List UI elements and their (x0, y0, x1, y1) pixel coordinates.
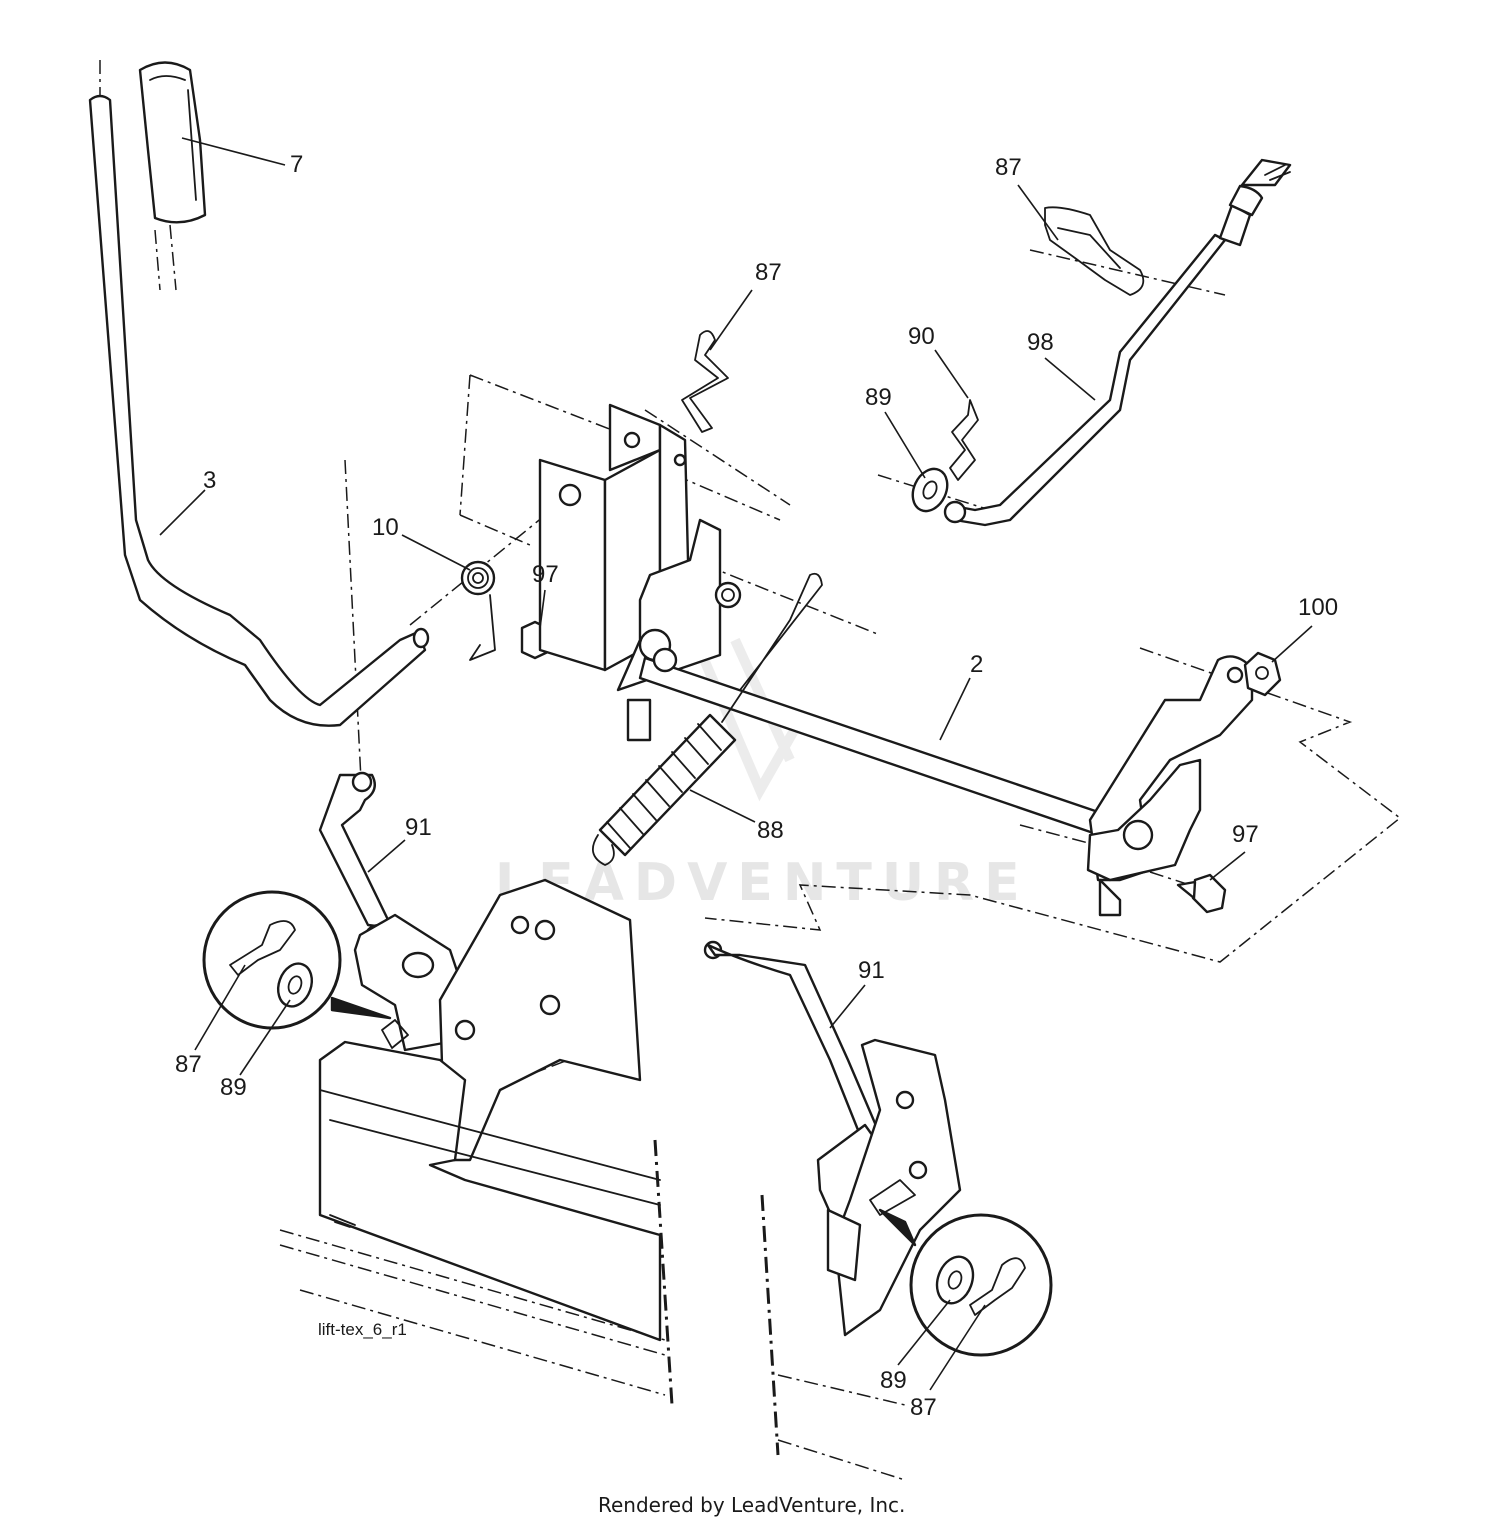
callout-100: 100 (1298, 594, 1338, 621)
callout-97-lower: 97 (1232, 821, 1259, 848)
part-10-torsion-spring (460, 560, 496, 661)
part-88-extension-spring (591, 572, 823, 866)
credit-line: Rendered by LeadVenture, Inc. (598, 1493, 905, 1517)
watermark: LEADVENTURE (495, 637, 1020, 913)
part-87-hairpin-clip-right (1044, 206, 1145, 296)
leader-lines (159, 137, 1313, 1391)
callout-89-upper: 89 (865, 384, 892, 411)
part-87-hairpin-clip-top (681, 330, 729, 433)
part-98-rod (943, 158, 1292, 527)
callout-7: 7 (290, 151, 303, 178)
callouts: 7 3 10 97 87 87 90 98 89 100 2 88 97 91 … (175, 151, 1338, 1421)
callout-89-detail-right: 89 (880, 1367, 907, 1394)
handle-pin-hole (412, 627, 430, 649)
drawing-code: lift-tex_6_r1 (318, 1320, 407, 1339)
part-97-bolt-lower (1176, 873, 1227, 914)
detail-circle-right (878, 1208, 1053, 1357)
left-deck-plate (318, 1040, 662, 1342)
part-7-grip (138, 61, 207, 224)
callout-97-upper: 97 (532, 561, 559, 588)
callout-98: 98 (1027, 329, 1054, 356)
callout-90: 90 (908, 323, 935, 350)
left-deck-hanger (353, 878, 642, 1162)
part-90-clip (949, 399, 979, 481)
callout-2: 2 (970, 651, 983, 678)
callout-87-right: 87 (995, 154, 1022, 181)
callout-89-detail-left: 89 (220, 1074, 247, 1101)
callout-87-detail-right: 87 (910, 1394, 937, 1421)
lift-bracket (538, 403, 742, 742)
part-100-nut (1243, 651, 1282, 697)
callout-91-left: 91 (405, 814, 432, 841)
right-lift-arm (1086, 655, 1254, 917)
callout-91-right: 91 (858, 957, 885, 984)
callout-87-detail-left: 87 (175, 1051, 202, 1078)
callout-10: 10 (372, 514, 399, 541)
callout-88: 88 (757, 817, 784, 844)
detail-circle-left (202, 890, 392, 1030)
callout-87-top: 87 (755, 259, 782, 286)
part-89-washer-upper (911, 467, 949, 513)
right-deck-hanger (816, 1038, 962, 1337)
callout-3: 3 (203, 467, 216, 494)
part-3-lift-handle (88, 94, 430, 727)
